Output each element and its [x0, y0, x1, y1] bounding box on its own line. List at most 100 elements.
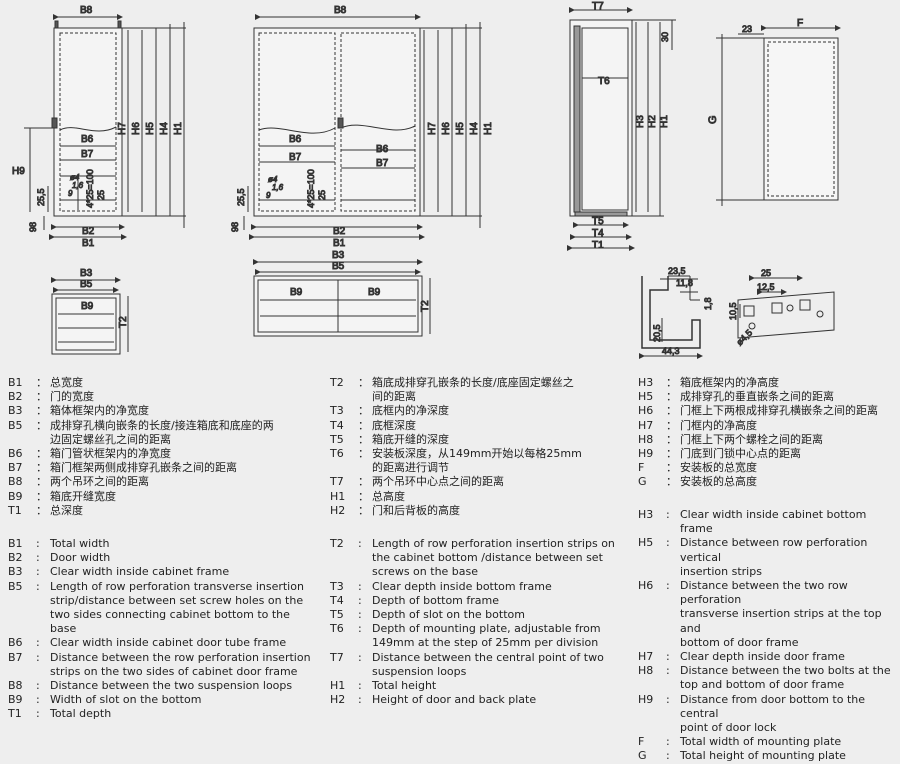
legend-value: 门底到门锁中心点的距离 — [680, 447, 801, 461]
legend-value: 总深度 — [50, 503, 83, 517]
legend-row: B7：箱门框架两侧成排穿孔嵌条之间的距离 — [8, 461, 313, 475]
legend-value: 箱门管状框架内的净宽度 — [50, 447, 171, 461]
legend-row: T5：箱底开缝的深度 — [330, 433, 630, 447]
legend-key: T7 — [330, 650, 344, 664]
legend-value: 箱底框架内的净高度 — [680, 376, 779, 389]
legend-row: B2:Door width — [8, 551, 313, 565]
legend-separator: : — [36, 565, 40, 579]
legend-value: 箱体框架内的净宽度 — [50, 404, 149, 418]
label-b8: B8 — [80, 5, 93, 16]
label-h3: H2 — [647, 115, 658, 128]
legend-value: 边固定螺丝孔之间的距离 — [50, 432, 171, 446]
legend-value: Clear width inside cabinet bottom frame — [680, 508, 867, 536]
legend-separator: : — [36, 551, 40, 565]
legend-key: T5 — [330, 432, 344, 446]
legend-separator: : — [358, 593, 362, 607]
legend-row: screws on the base — [330, 565, 630, 579]
legend-value: 两个吊环中心点之间的距离 — [372, 475, 504, 489]
legend-key: H9 — [638, 692, 654, 706]
legend-key: T3 — [330, 579, 344, 593]
legend-separator: ： — [36, 461, 47, 475]
label-b6: B6 — [81, 134, 94, 145]
legend-value: Depth of bottom frame — [372, 593, 499, 607]
legend-separator: ： — [36, 376, 47, 389]
legend-row: 边固定螺丝孔之间的距离 — [8, 433, 313, 447]
legend-row: 149mm at the step of 25mm per division — [330, 636, 630, 650]
double-door-front-view — [243, 14, 482, 240]
label-b6: B6 — [289, 134, 302, 145]
legend-key: H2 — [330, 693, 346, 707]
legend-key: G — [638, 475, 647, 489]
legend-row: G:Total height of mounting plate — [638, 749, 900, 763]
legend-key: T2 — [330, 376, 344, 389]
legend-row: H5:Distance between row perforation vert… — [638, 536, 900, 564]
legend-separator: : — [666, 650, 670, 664]
legend-key: B8 — [8, 679, 23, 693]
legend-value: 总宽度 — [50, 376, 83, 389]
legend-row: B8：两个吊环之间的距离 — [8, 475, 313, 489]
legend-row: B2：门的宽度 — [8, 390, 313, 404]
legend-separator: : — [358, 608, 362, 622]
label-phi4: ø4 — [70, 173, 80, 182]
legend-key: H9 — [638, 447, 654, 461]
legend-value: 门框内的净高度 — [680, 418, 757, 432]
legend-separator: ： — [358, 503, 369, 517]
label-h5: H3 — [635, 115, 646, 128]
label-b7: B7 — [289, 152, 302, 163]
legend-value: 箱底成排穿孔嵌条的长度/底座固定螺丝之 — [372, 376, 574, 389]
legend-key: T5 — [330, 608, 344, 622]
legend-separator: ： — [358, 418, 369, 432]
legend-row: T4: Depth of bottom frame — [330, 594, 630, 608]
legend-separator: : — [358, 537, 362, 550]
label-30: 30 — [660, 32, 670, 42]
label-g: G — [707, 115, 719, 124]
legend-value: Length of row perforation transverse ins… — [50, 579, 304, 593]
legend-row: H1：总高度 — [330, 490, 630, 504]
legend-separator: ： — [666, 432, 677, 446]
legend-key: H6 — [638, 404, 654, 418]
legend-separator: : — [666, 579, 670, 593]
legend-value: 底框内的净深度 — [372, 404, 449, 418]
label-b2: B2 — [82, 226, 95, 237]
label-h8: H7 — [117, 122, 128, 135]
legend-row: H9:Distance from door bottom to the cent… — [638, 693, 900, 721]
label-b2: B2 — [333, 226, 346, 237]
legend-row: insertion strips — [638, 565, 900, 579]
legend-key: H5 — [638, 390, 654, 404]
legend-key: B3 — [8, 565, 23, 579]
legend-row: H8：门框上下两个螺栓之间的距离 — [638, 433, 900, 447]
label-phi4: ø4 — [268, 175, 278, 184]
legend-key: T1 — [8, 503, 22, 517]
label-phi4-5: ø4,5 — [734, 328, 754, 348]
legend-row: T7：两个吊环中心点之间的距离 — [330, 475, 630, 489]
legend-row: 间的距离 — [330, 390, 630, 404]
legend-key: B2 — [8, 551, 23, 565]
legend-en-col3: H3:Clear width inside cabinet bottom fra… — [638, 508, 900, 764]
legend-row: B3:Clear width inside cabinet frame — [8, 565, 313, 579]
mounting-plate-view — [716, 25, 841, 206]
label-4x25: 4*25=100 — [306, 169, 316, 208]
legend-value: 成排穿孔横向嵌条的长度/接连箱底和底座的两 — [50, 418, 274, 432]
legend-key: T4 — [330, 593, 344, 607]
legend-separator: ： — [666, 376, 677, 389]
legend-separator: : — [36, 537, 40, 550]
legend-row: H7：门框内的净高度 — [638, 419, 900, 433]
legend-separator: ： — [358, 489, 369, 503]
legend-key: B7 — [8, 650, 23, 664]
label-b9: B9 — [290, 287, 303, 298]
legend-separator: ： — [358, 475, 369, 489]
legend-separator: : — [666, 749, 670, 763]
label-h1: H1 — [483, 122, 494, 135]
legend-value: the cabinet bottom /distance between set — [372, 551, 603, 565]
label-4x25: 4*25=100 — [85, 169, 95, 208]
legend-value: 安装板的总高度 — [680, 475, 757, 489]
label-10-5: 10,5 — [728, 302, 738, 320]
legend-value: Height of door and back plate — [372, 693, 537, 707]
legend-row: transverse insertion strips at the top a… — [638, 607, 900, 635]
label-b9: B9 — [81, 301, 94, 312]
legend-row: T6:Depth of mounting plate, adjustable f… — [330, 622, 630, 636]
legend-value: 安装板深度，从149mm开始以每格25mm — [372, 447, 582, 461]
legend-separator: : — [358, 693, 362, 707]
